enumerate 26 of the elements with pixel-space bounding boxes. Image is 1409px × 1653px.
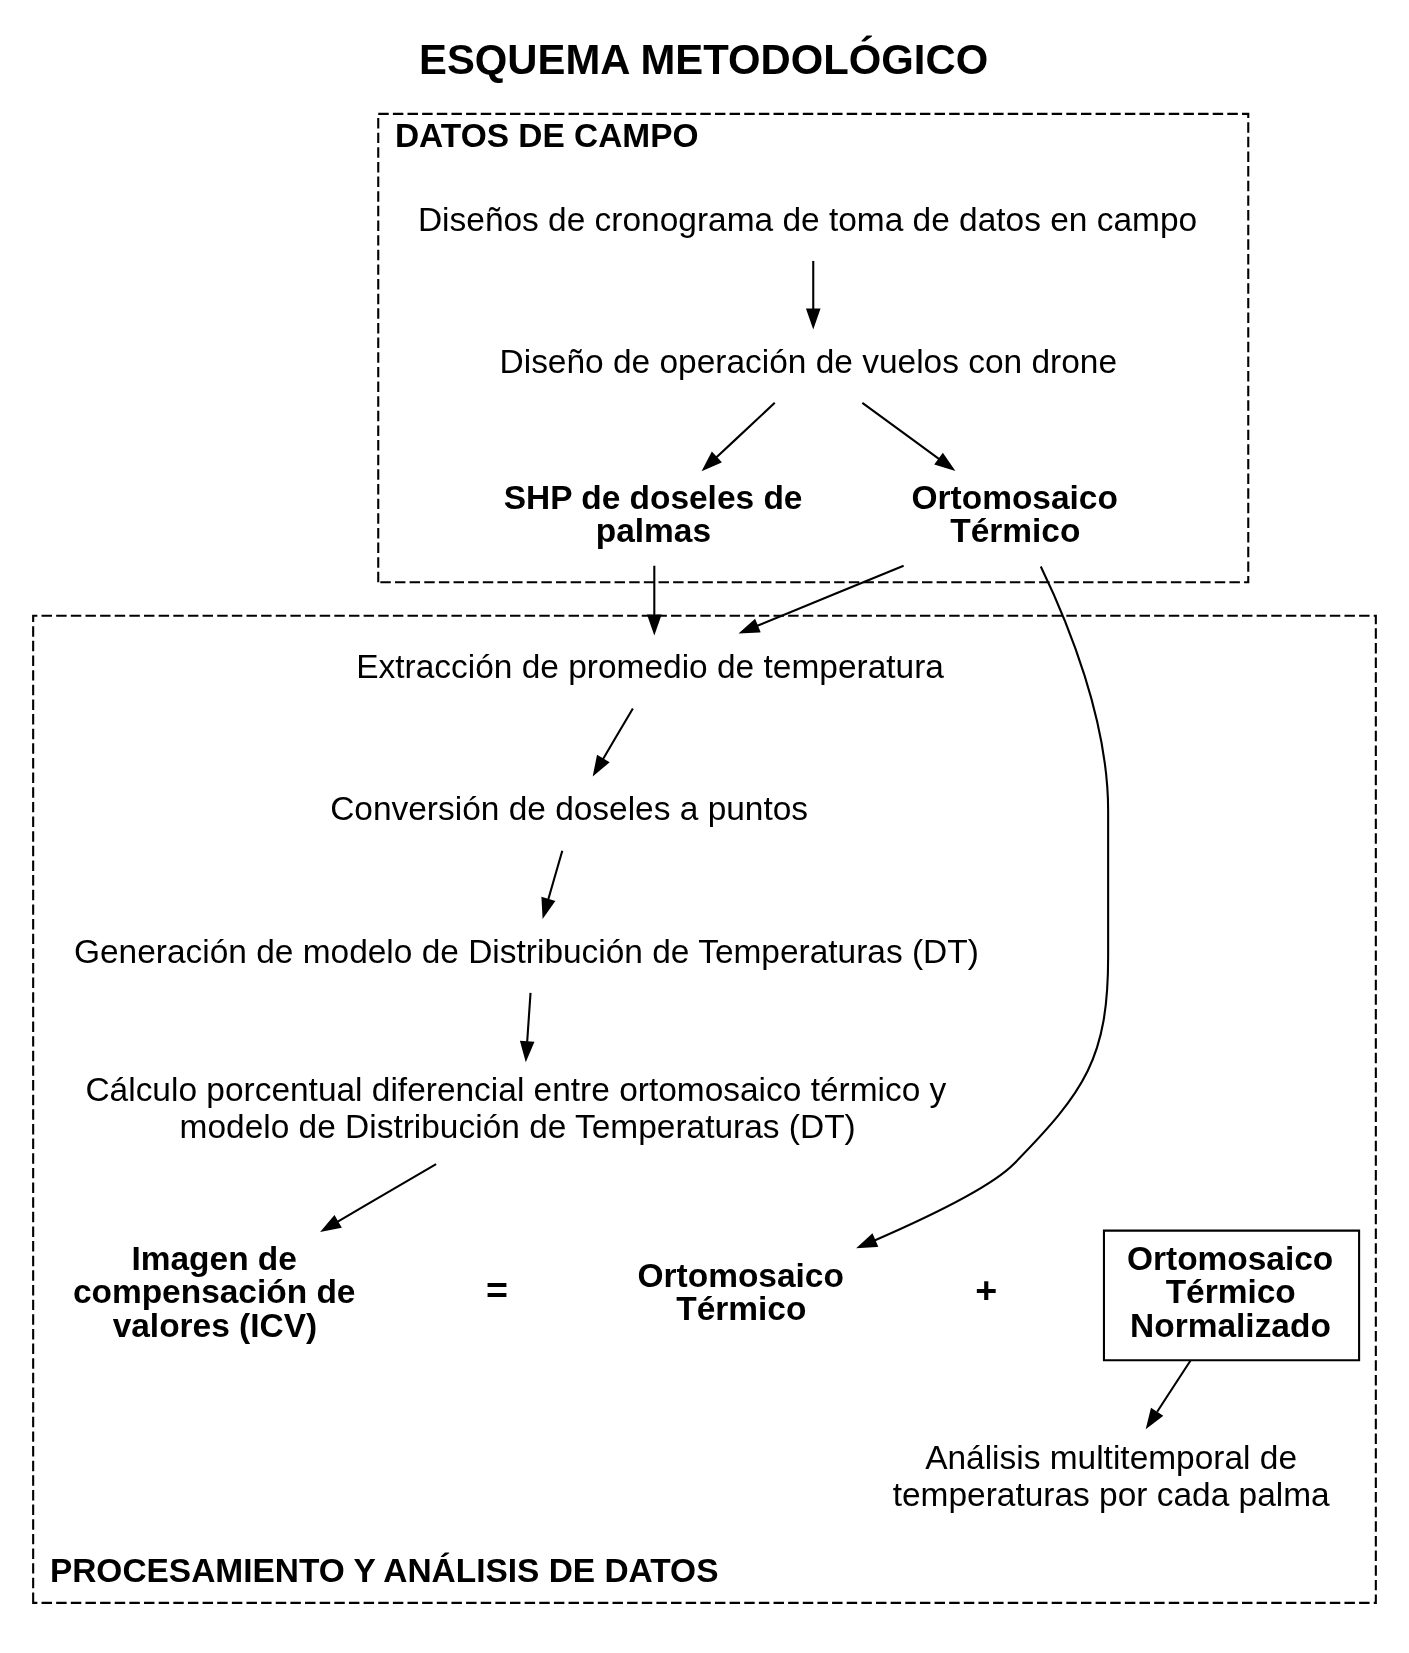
- arrow: [738, 564, 904, 633]
- label: =: [485, 1268, 508, 1311]
- node-text: Generación de modelo de Distribución de Temperaturas (DT): [73, 932, 979, 970]
- arrow: [320, 1162, 437, 1232]
- node-text: Conversión de doseles a puntos: [330, 789, 809, 827]
- arrow: [541, 849, 564, 919]
- node-text: Diseños de cronograma de toma de datos en campo: [417, 200, 1198, 238]
- label: +: [975, 1268, 998, 1311]
- node-text: Ortomosaico Térmico: [911, 478, 1118, 549]
- node-text: Ortomosaico Térmico: [637, 1256, 844, 1327]
- arrow: [646, 565, 662, 635]
- node-text: Diseño de operación de vuelos con drone: [499, 342, 1117, 380]
- node-text: SHP de doseles de palmas: [503, 478, 803, 549]
- node-text: Análisis multitemporal de temperaturas por cada palma: [892, 1438, 1330, 1513]
- arrow: [856, 565, 1110, 1248]
- node-text: Extracción de promedio de temperatura: [356, 647, 944, 685]
- arrow: [861, 401, 956, 471]
- node-text: Imagen de compensación de valores (ICV): [72, 1239, 356, 1344]
- arrow: [701, 401, 776, 471]
- arrow: [1145, 1359, 1192, 1429]
- arrow: [592, 707, 634, 776]
- node-box: Ortomosaico Térmico Normalizado: [1102, 1229, 1361, 1361]
- node-text: Cálculo porcentual diferencial entre ortomosaico térmico y modelo de Distribución de Temperaturas (DT): [85, 1070, 947, 1145]
- diagram-title: ESQUEMA METODOLÓGICO: [419, 35, 989, 83]
- arrow: [519, 992, 535, 1062]
- arrow: [805, 260, 821, 329]
